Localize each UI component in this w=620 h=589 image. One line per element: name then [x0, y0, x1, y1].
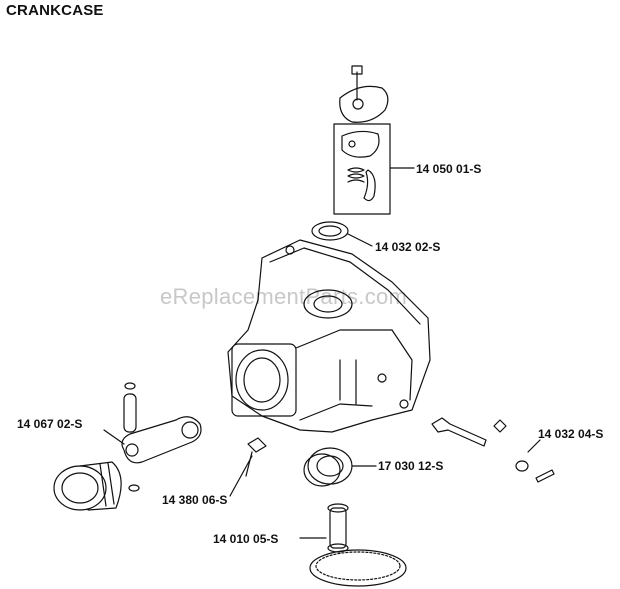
- camshaft-label: 14 010 05-S: [213, 532, 279, 546]
- top-oil-seal-label: 14 032 02-S: [375, 240, 441, 254]
- main-seal-label: 17 030 12-S: [378, 459, 444, 473]
- diagram-title: CRANKCASE: [6, 2, 104, 19]
- side-oil-seal-part: [515, 439, 555, 483]
- pin-part: [245, 437, 267, 477]
- crankcase-block-part: [227, 239, 431, 433]
- governor-shaft-part: [431, 417, 507, 447]
- top-oil-seal-part: [311, 221, 373, 247]
- main-seal-part: [303, 447, 377, 487]
- governor-kit-box: [333, 123, 415, 215]
- connecting-rod-label: 14 067 02-S: [17, 417, 83, 431]
- camshaft-part: [299, 503, 407, 587]
- governor-cover-part: [339, 65, 389, 123]
- pin-label: 14 380 06-S: [162, 493, 228, 507]
- piston-part: [53, 461, 122, 511]
- connecting-rod-part: [121, 382, 202, 492]
- governor-kit-label: 14 050 01-S: [416, 162, 482, 176]
- watermark-text: eReplacementParts.com: [160, 284, 408, 309]
- leader-lines: [103, 429, 253, 497]
- side-oil-seal-label: 14 032 04-S: [538, 427, 604, 441]
